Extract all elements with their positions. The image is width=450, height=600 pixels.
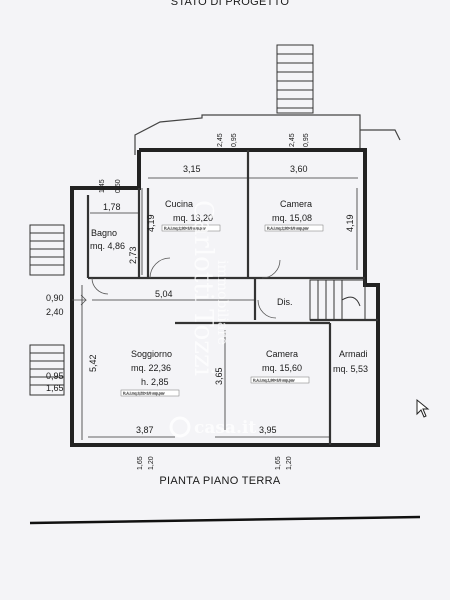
- watermark: Carlotti Tozzi immobiliare casa.it: [169, 200, 256, 438]
- watermark-sub: immobiliare: [214, 260, 230, 345]
- dim-soggiorno-bottom: 3,87: [136, 425, 154, 435]
- opening-4-width: 0,90: [46, 293, 64, 303]
- room-name-bagno: Bagno: [91, 228, 117, 238]
- room-name-dis: Dis.: [277, 297, 293, 307]
- dim-camera-2-depth: 3,65: [214, 367, 224, 385]
- rai-note-camera-1: R.A.I.mq.2,30>1/8 sup.pav: [267, 227, 309, 231]
- room-labels: Cucina mq. 13,20 Camera mq. 15,08 Bagno …: [90, 199, 368, 387]
- opening-5-height: 1,65: [46, 383, 64, 393]
- room-name-soggiorno: Soggiorno: [131, 349, 172, 359]
- opening-5-width: 0,95: [46, 371, 64, 381]
- opening-2-width: 0,95: [303, 133, 310, 147]
- bottom-rule: [29, 515, 421, 525]
- room-height-soggiorno: h. 2,85: [141, 377, 169, 387]
- room-name-cucina: Cucina: [165, 199, 193, 209]
- opening-labels: 0,95 2,45 0,95 2,45 0,50 1,45 0,90 2,40 …: [46, 133, 310, 470]
- door-swings: [72, 257, 281, 319]
- opening-2-height: 2,45: [289, 133, 296, 147]
- dimension-values: 3,15 3,60 1,78 5,04 3,87 3,95 4,19 4,19 …: [88, 164, 355, 435]
- mouse-cursor-icon: [416, 398, 430, 418]
- opening-1-width: 0,95: [231, 133, 238, 147]
- casa-logo-icon: [169, 416, 191, 438]
- room-area-armadi: mq. 5,53: [333, 364, 368, 374]
- plan-title: STATO DI PROGETTO: [171, 0, 290, 8]
- opening-4-height: 2,40: [46, 307, 64, 317]
- opening-7-width: 1,20: [286, 456, 293, 470]
- opening-1-height: 2,45: [217, 133, 224, 147]
- room-name-camera-2: Camera: [266, 349, 298, 359]
- terrace-outline: [134, 114, 401, 155]
- dim-soggiorno-depth: 5,42: [88, 354, 98, 372]
- room-area-cucina: mq. 13,20: [173, 213, 213, 223]
- room-area-bagno: mq. 4,86: [90, 241, 125, 251]
- dim-bagno-depth: 2,73: [128, 246, 138, 264]
- watermark-site: casa.it: [194, 418, 256, 438]
- watermark-brand: Carlotti Tozzi: [188, 200, 218, 376]
- exterior-staircase-top: [276, 44, 314, 114]
- dim-cucina-depth: 4,19: [146, 214, 156, 232]
- room-area-camera-2: mq. 15,60: [262, 363, 302, 373]
- dim-cucina-width: 3,15: [183, 164, 201, 174]
- rai-notes: R.A.I.mq.2,30>1/8 sup.pav R.A.I.mq.2,30>…: [120, 224, 324, 397]
- interior-walls: [86, 150, 378, 445]
- opening-7-height: 1,65: [275, 456, 282, 470]
- opening-6-width: 1,20: [148, 456, 155, 470]
- interior-staircase: [309, 279, 366, 321]
- room-name-camera-1: Camera: [280, 199, 312, 209]
- opening-6-height: 1,65: [137, 456, 144, 470]
- dim-camera-1-depth: 4,19: [345, 214, 355, 232]
- left-exterior-steps: [29, 224, 65, 396]
- room-name-armadi: Armadi: [339, 349, 368, 359]
- dim-soggiorno-length: 5,04: [155, 289, 173, 299]
- room-area-camera-1: mq. 15,08: [272, 213, 312, 223]
- rai-note-camera-2: R.A.I.mq.1,98>1/8 sup.pav: [253, 379, 295, 383]
- dim-bagno-width: 1,78: [103, 202, 121, 212]
- dim-camera-1-width: 3,60: [290, 164, 308, 174]
- room-area-soggiorno: mq. 22,36: [131, 363, 171, 373]
- rai-note-soggiorno: R.A.I.mq.3,52>1/8 sup.pav: [123, 392, 165, 396]
- opening-3-width: 0,50: [115, 179, 122, 193]
- plan-caption: PIANTA PIANO TERRA: [159, 475, 280, 487]
- exterior-walls: [70, 148, 380, 447]
- rai-note-cucina: R.A.I.mq.2,30>1/8 sup.pav: [164, 227, 206, 231]
- dimension-lines: [81, 177, 358, 440]
- dim-camera-2-bottom: 3,95: [259, 425, 277, 435]
- opening-3-height: 1,45: [99, 179, 106, 193]
